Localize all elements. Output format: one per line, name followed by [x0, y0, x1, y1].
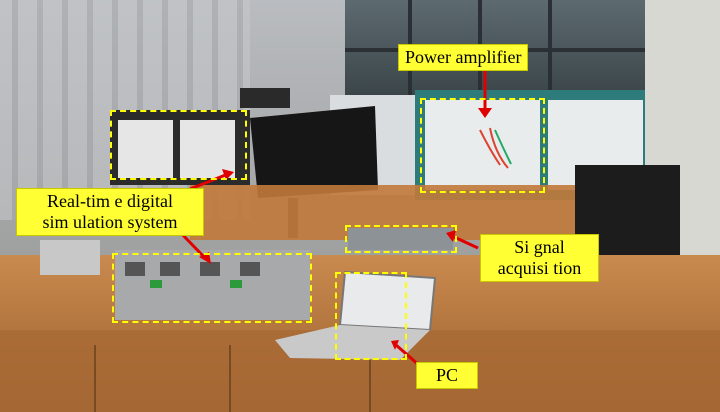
monitor — [250, 106, 378, 198]
rtds-label-line1: Real-tim e digital — [47, 191, 173, 211]
signal-acquisition-label: Si gnal acquisi tion — [480, 234, 599, 282]
laptop-base — [275, 325, 430, 360]
signal-acquisition-highlight — [345, 225, 457, 253]
power-amplifier-text: Power amplifier — [405, 47, 522, 67]
rtds-rack-highlight — [110, 110, 247, 180]
rtds-chassis — [115, 250, 310, 320]
rtds-label-line2: sim ulation system — [42, 212, 178, 232]
rtds-label: Real-tim e digital sim ulation system — [16, 188, 204, 236]
power-amplifier-label: Power amplifier — [398, 44, 529, 71]
pc-text: PC — [435, 365, 459, 385]
signal-label-line1: Si gnal — [514, 237, 565, 257]
signal-acquisition-box — [348, 228, 453, 250]
power-amplifier-highlight — [420, 98, 545, 193]
pc-highlight — [335, 272, 407, 360]
signal-label-line2: acquisi tion — [497, 258, 582, 278]
rtds-chassis-highlight — [112, 253, 312, 323]
pc-label: PC — [416, 362, 478, 389]
